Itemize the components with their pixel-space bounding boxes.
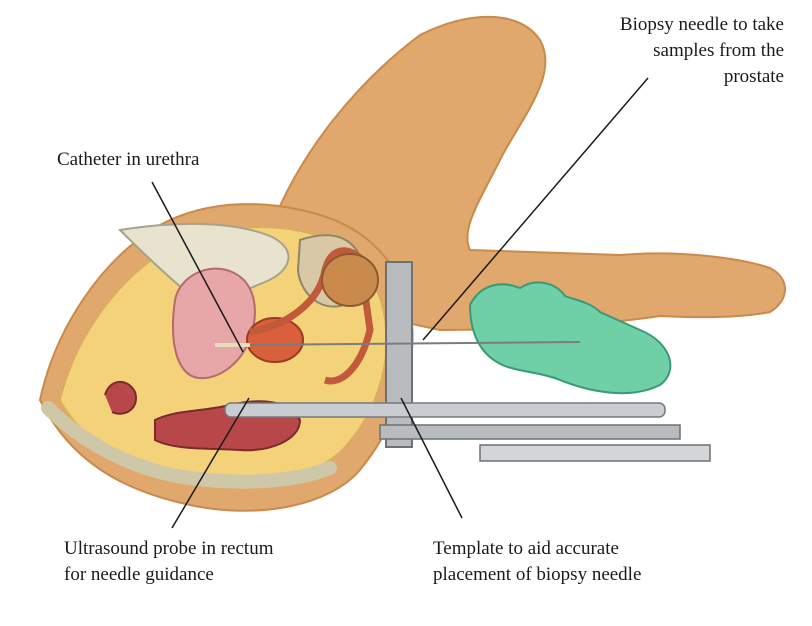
stepper-base <box>379 424 681 440</box>
biopsy-needle <box>244 341 581 346</box>
leg <box>268 15 786 332</box>
ultrasound-probe <box>224 402 666 418</box>
leader-template <box>400 397 463 519</box>
template-label-line-1: Template to aid accurate <box>433 538 619 559</box>
ultrasound-label-line-2: for needle guidance <box>64 564 214 585</box>
template-label: Template to aid accurate placement of bi… <box>433 536 641 588</box>
ultrasound-label-line-1: Ultrasound probe in rectum <box>64 538 274 559</box>
sacrum <box>41 401 337 489</box>
biopsy-label-line-3: prostate <box>723 66 784 87</box>
leader-biopsy <box>422 77 649 341</box>
gloved-hand <box>468 281 672 395</box>
biopsy-label-line-2: samples from the <box>653 40 784 61</box>
rectum <box>104 380 302 452</box>
biopsy-needle-label: Biopsy needle to take samples from the p… <box>620 12 784 90</box>
needle-template <box>385 261 413 448</box>
ultrasound-probe-label: Ultrasound probe in rectum for needle gu… <box>64 536 273 588</box>
leader-ultrasound <box>171 397 250 529</box>
testis <box>321 253 379 307</box>
urethra <box>249 247 374 385</box>
template-label-line-2: placement of biopsy needle <box>433 564 642 585</box>
catheter-label-line: Catheter in urethra <box>57 149 200 170</box>
catheter-label: Catheter in urethra <box>57 147 199 173</box>
stepper-rail <box>479 444 711 462</box>
biopsy-label-line-1: Biopsy needle to take <box>619 14 784 35</box>
leader-catheter <box>151 181 244 353</box>
